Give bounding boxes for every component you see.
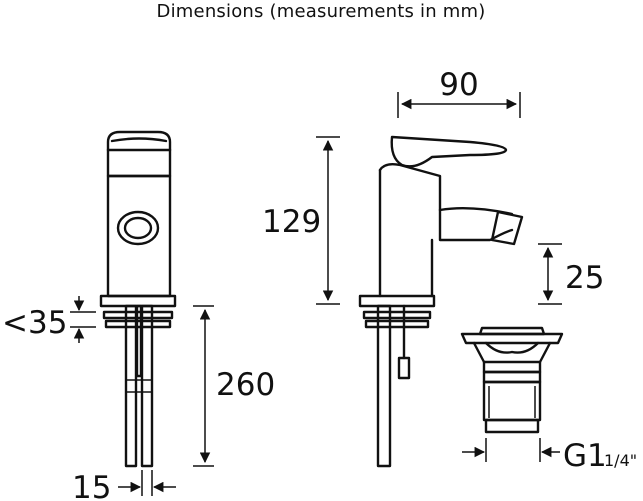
- pop-up-waste: [460, 326, 564, 434]
- spout-reach-dimension: 90: [397, 67, 521, 118]
- spout-clearance-label: 25: [565, 260, 604, 296]
- deck-thickness-label: <35: [2, 305, 67, 341]
- height-dimension: 129: [262, 136, 340, 305]
- tail-length-label: 260: [216, 367, 275, 403]
- front-view-tap: [99, 130, 177, 468]
- tail-diameter-dimension: 15: [72, 470, 176, 501]
- spout-reach-label: 90: [439, 67, 478, 103]
- height-label: 129: [262, 204, 321, 240]
- waste-thread-dimension: G1 1/4": [462, 438, 637, 474]
- tail-length-dimension: 260: [193, 305, 275, 467]
- waste-thread-fraction: 1/4": [604, 451, 637, 470]
- page-title: Dimensions (measurements in mm): [157, 1, 486, 22]
- waste-thread-label: G1: [563, 438, 607, 474]
- spout-clearance-dimension: 25: [538, 243, 604, 305]
- tail-diameter-label: 15: [72, 470, 111, 501]
- deck-thickness-dimension: <35: [2, 296, 96, 343]
- side-view-tap: [358, 135, 524, 468]
